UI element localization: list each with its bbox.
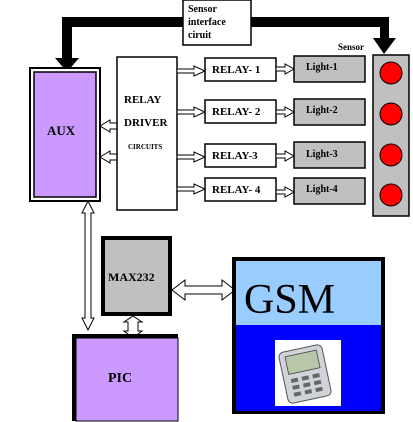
aux-pic-arrow — [81, 199, 95, 332]
relay-driver-block: RELAY DRIVER CIRCUITS — [116, 56, 178, 211]
sensor-indicator — [379, 143, 403, 167]
max232-label: MAX232 — [108, 270, 155, 284]
light-2-label: Light-2 — [306, 105, 338, 116]
light-2-box — [293, 98, 366, 126]
relay-driver-line-1: RELAY — [124, 94, 162, 106]
gsm-block: GSM — [232, 257, 385, 414]
gsm-label: GSM — [244, 277, 335, 323]
sensor-indicator — [379, 102, 403, 126]
max232-inner — [105, 240, 168, 312]
relay-4-label: RELAY- 4 — [212, 184, 261, 196]
relay-driver-line-3: CIRCUITS — [128, 143, 162, 151]
light-4-box — [293, 177, 366, 205]
pic-inner — [75, 337, 179, 422]
aux-block: AUX — [29, 67, 101, 202]
relay-row-1: RELAY- 1 Light-1 — [176, 55, 366, 83]
sensor-interface-box: Sensor interface ciruit — [182, 0, 252, 46]
sensor-interface-line-3: ciruit — [188, 30, 212, 41]
pic-block: PIC — [72, 334, 179, 422]
sensor-interface-line-2: interface — [188, 17, 226, 28]
sensor-block: Sensor — [338, 42, 410, 217]
max232-block: MAX232 — [101, 236, 172, 316]
relay-1-label: RELAY- 1 — [212, 64, 260, 76]
pic-label: PIC — [108, 371, 132, 386]
sensor-indicator — [379, 183, 403, 207]
light-1-box — [293, 55, 366, 83]
light-3-label: Light-3 — [306, 149, 338, 160]
light-4-label: Light-4 — [306, 184, 338, 195]
max232-gsm-arrow — [171, 278, 236, 302]
sensor-label: Sensor — [338, 42, 364, 52]
relay-driver-line-2: DRIVER — [124, 117, 168, 129]
light-3-box — [293, 141, 366, 169]
relay-row-3: RELAY-3 Light-3 — [176, 141, 366, 169]
sensor-interface-line-1: Sensor — [188, 4, 217, 15]
relay-row-4: RELAY- 4 Light-4 — [176, 177, 366, 205]
light-1-label: Light-1 — [306, 62, 338, 73]
sensor-indicator — [379, 61, 403, 85]
relay-2-label: RELAY- 2 — [212, 106, 261, 118]
aux-label: AUX — [47, 123, 76, 138]
relay-row-2: RELAY- 2 Light-2 — [176, 98, 366, 126]
gsm-phone-icon — [275, 340, 341, 406]
relay-3-label: RELAY-3 — [212, 150, 258, 162]
gsm-header — [236, 261, 381, 325]
